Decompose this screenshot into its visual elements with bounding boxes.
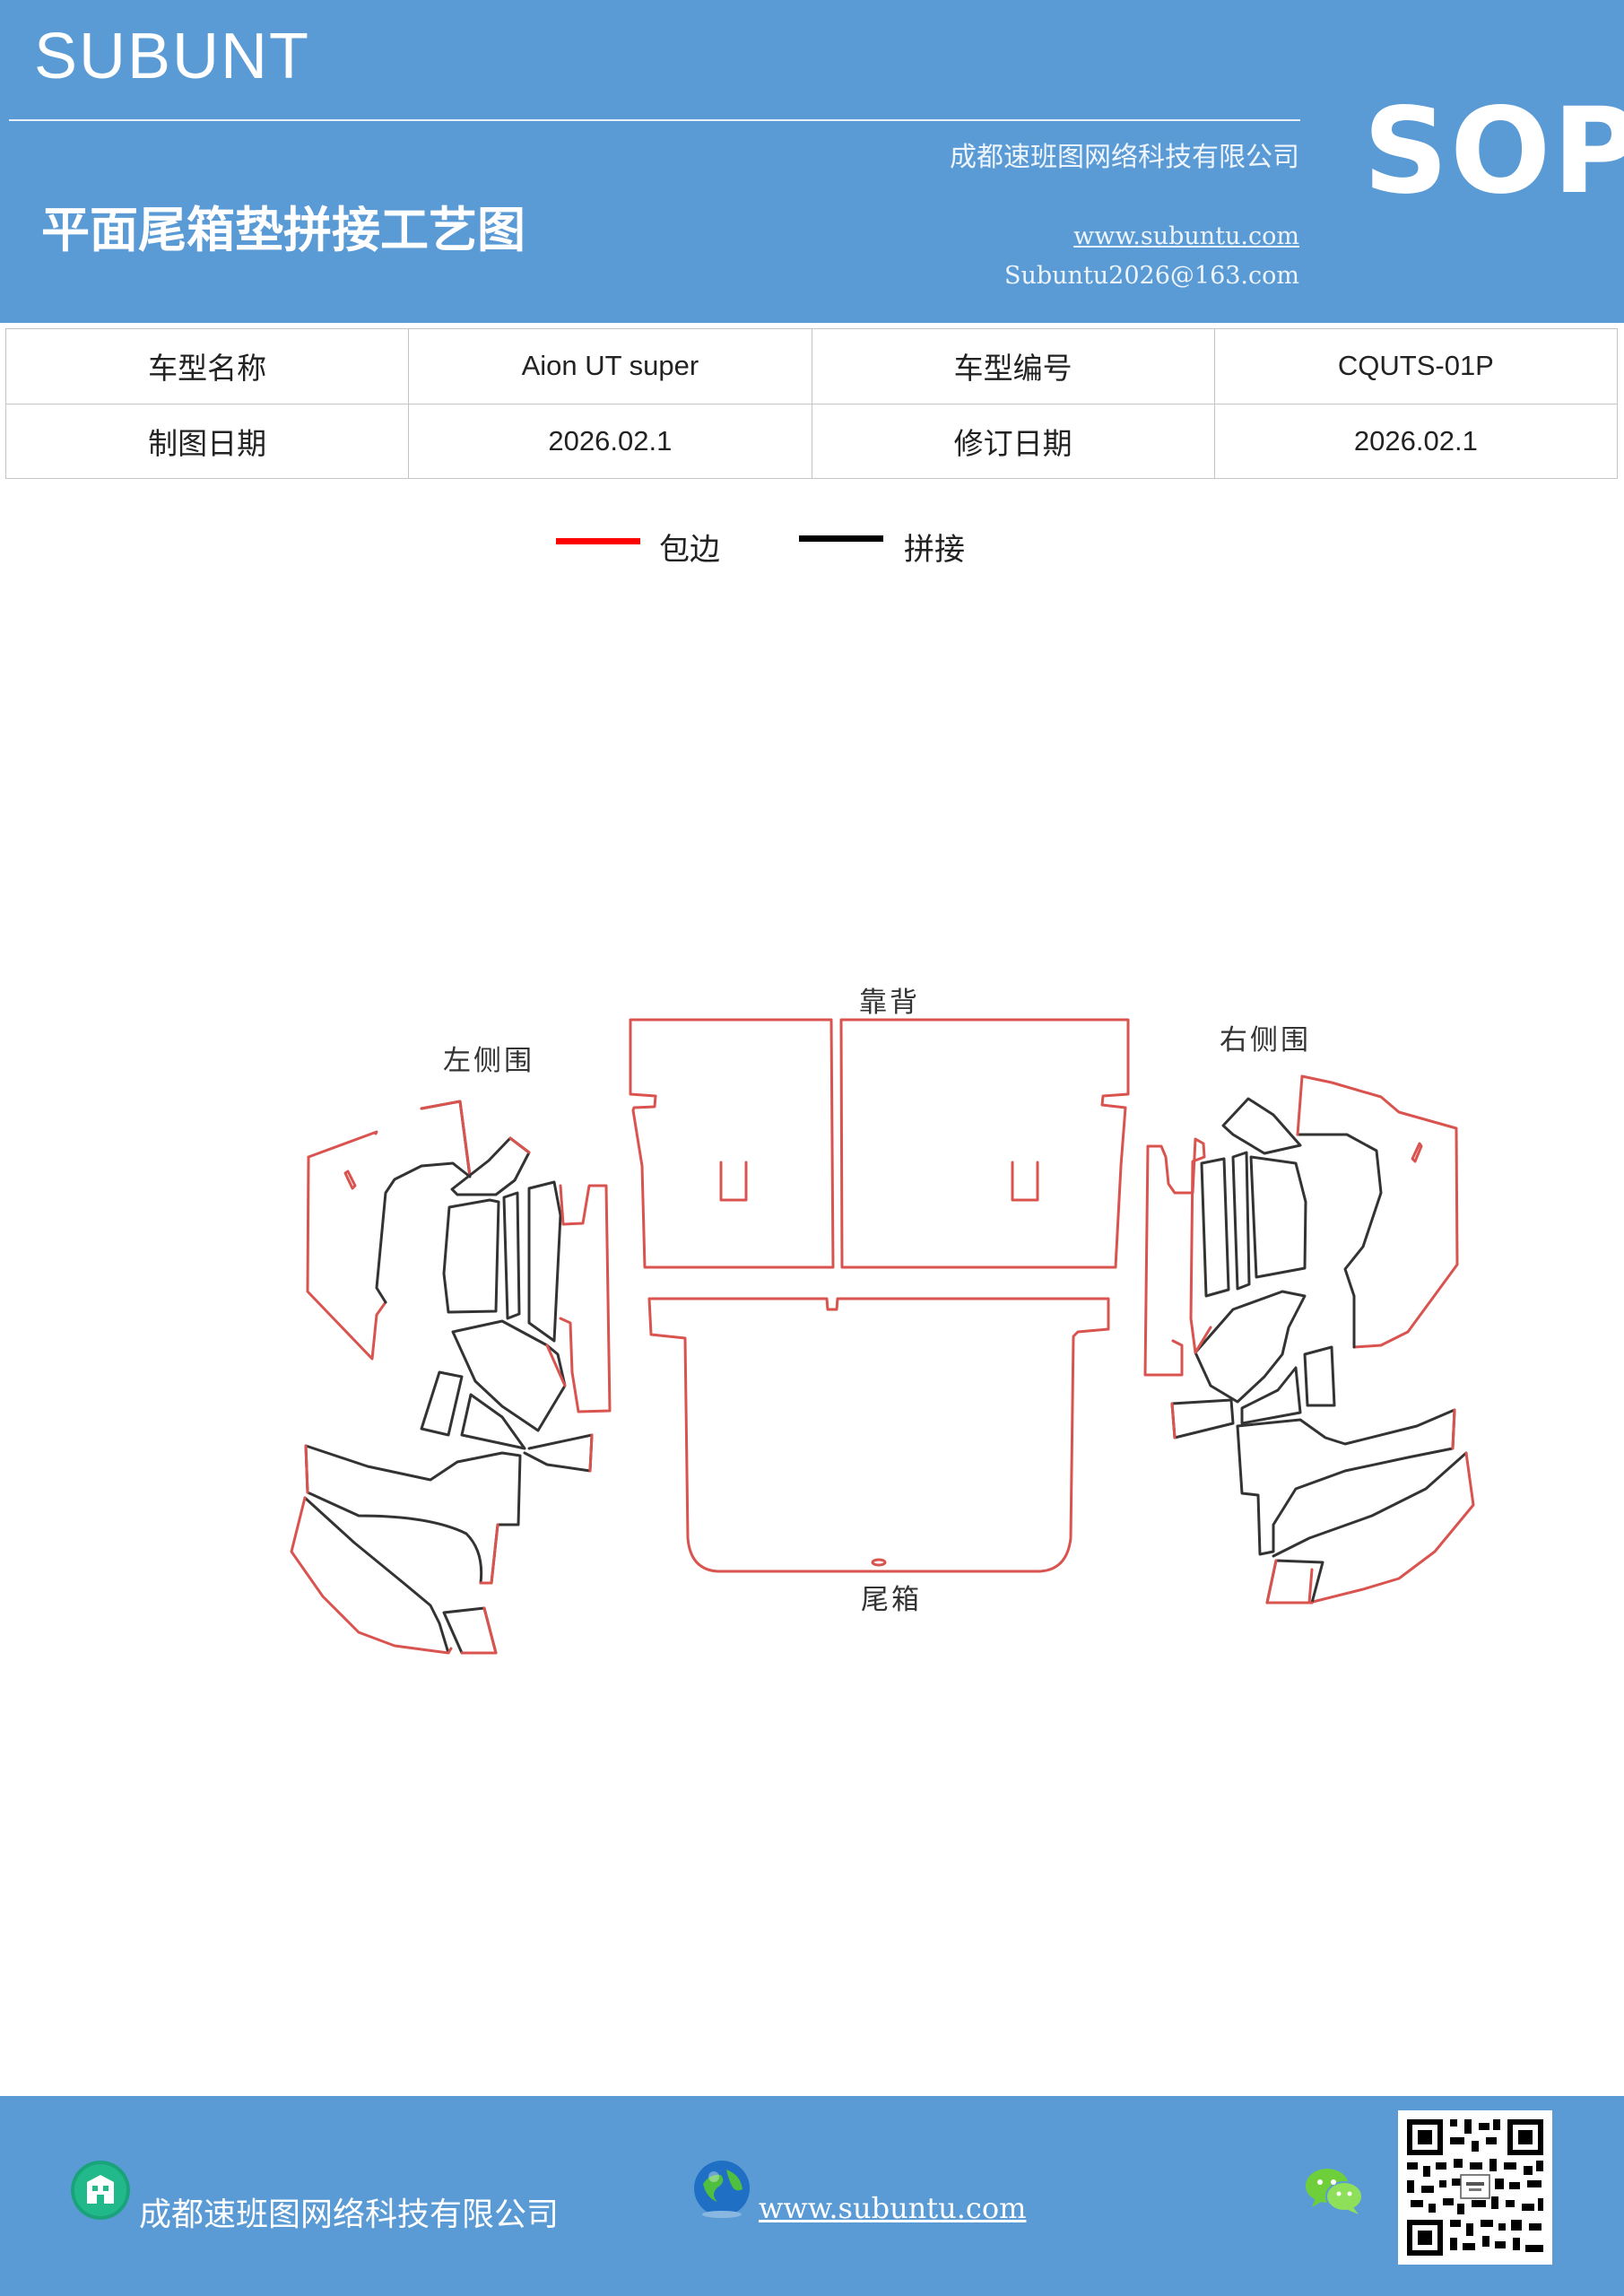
table-cell: 修订日期 [811,403,1215,479]
table-cell: 车型编号 [811,328,1215,404]
legend-label-edge: 包边 [659,532,720,568]
right-outer-slot [1411,1142,1423,1163]
left-bottom-small [442,1606,498,1655]
wechat-icon [1306,2169,1363,2214]
header-company: 成都速班图网络科技有限公司 [950,142,1299,173]
building-icon [71,2161,130,2220]
left-small-panel-2 [460,1393,526,1450]
right-outer-seam [1296,1133,1383,1349]
right-small-panel-3 [1170,1398,1235,1439]
left-lower-edge [304,1444,499,1585]
left-small-panel-3 [523,1433,594,1473]
right-outer-top [1296,1074,1304,1136]
label-backrest: 靠背 [859,987,920,1019]
left-bottom-small-edge [460,1606,498,1655]
right-bottom-small-edge [1265,1559,1314,1605]
left-outer-panel [307,1130,378,1159]
backrest-right-panel [839,1018,1130,1269]
table-cell: Aion UT super [408,328,812,404]
header-website-link[interactable]: www.subuntu.com [1073,222,1299,250]
label-trunk: 尾箱 [861,1584,922,1616]
table-row: 车型名称 Aion UT super 车型编号 CQUTS-01P [4,328,1619,404]
right-small-panel-1 [1303,1345,1336,1407]
backrest-right-slot [1011,1161,1039,1202]
left-inner-panel-1-edge [508,1136,531,1154]
legend-swatch-edge [556,538,640,544]
right-small-panel-2 [1240,1366,1302,1425]
left-outer-seam [375,1100,472,1304]
label-right-side: 右侧围 [1220,1024,1311,1057]
right-mid-panel [1194,1290,1307,1404]
table-cell: 车型名称 [4,328,410,404]
brand-name: SUBUNT [34,21,311,92]
document-title: 平面尾箱垫拼接工艺图 [41,202,525,258]
left-small-panel-3-edge [588,1433,594,1473]
backrest-left-slot [719,1161,748,1202]
left-outer-rim [420,1100,472,1177]
footer-company: 成都速班图网络科技有限公司 [139,2196,560,2233]
trunk-floor-panel [647,1297,1110,1573]
trunk-floor-hole [871,1558,887,1567]
footer-website-link[interactable]: www.subuntu.com [759,2191,1027,2225]
table-cell: CQUTS-01P [1213,328,1619,404]
table-cell: 制图日期 [4,403,410,479]
right-inner-strip [1146,1137,1206,1354]
backrest-left-panel [629,1018,835,1269]
left-inner-panel-3 [502,1191,521,1320]
right-inner-strip-left [1143,1144,1184,1377]
right-inner-panel-1 [1221,1097,1302,1155]
right-bottom-panel [1272,1451,1468,1558]
legend-swatch-seam [799,535,883,542]
qr-code[interactable] [1398,2110,1552,2265]
header-email: Subuntu2026@163.com [1004,262,1299,290]
right-small-panel-3-edge [1170,1402,1177,1439]
left-outer-edge [306,1155,387,1361]
right-mid-edge [1194,1326,1212,1354]
left-bottom-edge [290,1496,453,1655]
right-inner-panel-4 [1200,1157,1230,1298]
globe-icon [694,2161,750,2218]
table-cell: 2026.02.1 [1213,403,1619,479]
right-lower-panel [1236,1408,1456,1556]
table-row: 制图日期 2026.02.1 修订日期 2026.02.1 [4,403,1619,479]
left-inner-strip [559,1184,612,1413]
vehicle-info-table: 车型名称 Aion UT super 车型编号 CQUTS-01P 制图日期 2… [4,328,1619,479]
legend-label-seam: 拼接 [904,532,965,568]
table-cell: 2026.02.1 [408,403,812,479]
left-inner-panel-1 [450,1136,531,1196]
right-outer-panel [1300,1074,1459,1349]
left-inner-panel-4 [527,1180,562,1343]
left-small-panel-1 [420,1370,464,1437]
label-left-side: 左侧围 [443,1045,534,1077]
right-lower-edge [1451,1408,1456,1450]
left-mid-edge [545,1344,567,1387]
left-outer-slot [343,1170,357,1190]
left-inner-panel-2 [442,1198,500,1314]
right-inner-panel-3 [1231,1151,1251,1291]
header-divider [9,119,1300,121]
sop-badge: SOP [1363,83,1624,221]
right-inner-panel-2 [1249,1155,1307,1279]
left-lower-panel [304,1444,522,1585]
left-bottom-panel [303,1496,450,1655]
header-banner [0,0,1624,323]
